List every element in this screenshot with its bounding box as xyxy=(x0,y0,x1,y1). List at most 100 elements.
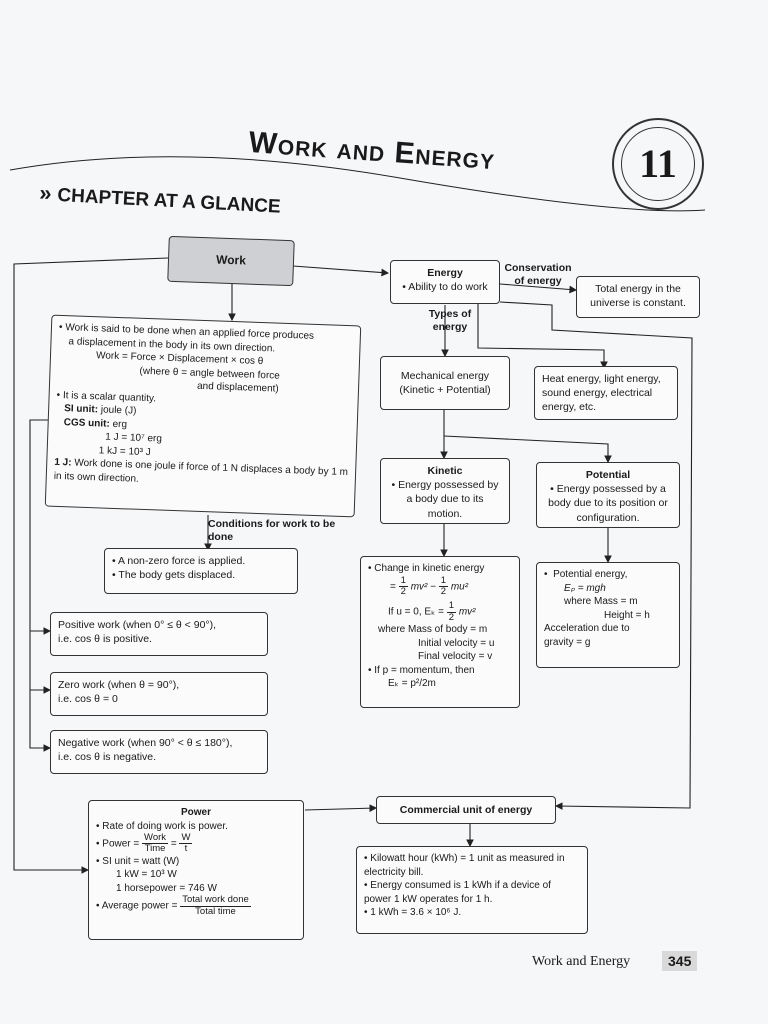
power-definition: • Rate of doing work is power. xyxy=(96,820,228,832)
power-title: Power xyxy=(180,807,211,818)
mechanical-line2: (Kinetic + Potential) xyxy=(399,384,491,397)
half-d-2: 2 xyxy=(440,585,447,597)
potential-box: Potential • Energy possessed by a body d… xyxy=(536,462,680,528)
ke-initial: Initial velocity = u xyxy=(418,637,495,649)
kinetic-box: Kinetic • Energy possessed by a body due… xyxy=(380,458,510,524)
power-eq-label: • Power = xyxy=(96,838,140,850)
total-time-denominator: Total time xyxy=(195,905,236,917)
commercial-unit-box: Commercial unit of energy xyxy=(376,796,556,824)
conditions-text: Conditions for work to be done xyxy=(208,518,336,544)
one-joule-label: 1 J: xyxy=(54,456,72,469)
running-footer: Work and Energy xyxy=(532,954,630,970)
conservation-text: Conservation of energy xyxy=(504,262,572,288)
footer-text: Work and Energy xyxy=(532,954,631,969)
ke-change: • Change in kinetic energy xyxy=(368,563,485,574)
page-number: 345 xyxy=(662,951,698,971)
power-si: • SI unit = watt (W) xyxy=(96,855,180,867)
time-denominator: Time xyxy=(144,843,166,855)
conditions-box: • A non-zero force is applied. • The bod… xyxy=(104,548,298,594)
cgs-unit-value: erg xyxy=(109,418,128,430)
kinetic-title: Kinetic xyxy=(427,465,463,477)
cgs-unit-label: CGS unit: xyxy=(63,416,110,430)
horsepower: 1 horsepower = 746 W xyxy=(116,882,217,894)
ke-where: where Mass of body = m xyxy=(378,624,488,636)
mechanical-energy-box: Mechanical energy (Kinetic + Potential) xyxy=(380,356,510,410)
potential-definition: • Energy possessed by a body due to its … xyxy=(548,483,668,524)
types-label: Types of energy xyxy=(422,308,478,334)
pe-height: Height = h xyxy=(604,609,650,621)
zero-work-line2: i.e. cos θ = 0 xyxy=(58,693,118,706)
eq-sign-1: = xyxy=(390,581,396,593)
ke-momentum: • If p = momentum, then xyxy=(368,664,475,676)
half-n-2: 1 xyxy=(438,574,449,587)
pe-acc-2: gravity = g xyxy=(544,636,591,648)
work-definition-box: • Work is said to be done when an applie… xyxy=(44,314,362,518)
other-energy-text: Heat energy, light energy, sound energy,… xyxy=(542,373,661,414)
other-energy-box: Heat energy, light energy, sound energy,… xyxy=(534,366,678,420)
conditions-label: Conditions for work to be done xyxy=(208,518,344,544)
kwh-line1: • Kilowatt hour (kWh) = 1 unit as measur… xyxy=(364,853,565,878)
ke-if-label: If u = 0, Eₖ = xyxy=(388,606,444,618)
half-n-1: 1 xyxy=(398,574,408,587)
zero-work-line1: Zero work (when θ = 90°), xyxy=(58,679,180,691)
t-denominator: t xyxy=(184,843,188,855)
energy-title: Energy xyxy=(427,267,463,279)
commercial-unit-text: Commercial unit of energy xyxy=(399,804,533,816)
positive-work-line1: Positive work (when 0° ≤ θ < 90°), xyxy=(58,619,217,631)
negative-work-line2: i.e. cos θ is negative. xyxy=(58,751,157,764)
total-energy-text: Total energy in the universe is constant… xyxy=(590,283,686,310)
power-box: Power • Rate of doing work is power. • P… xyxy=(88,800,304,940)
mv2-term: mv² − xyxy=(410,581,436,593)
kwh-box: • Kilowatt hour (kWh) = 1 unit as measur… xyxy=(356,846,588,934)
pe-equation: Eₚ = mgh xyxy=(564,582,606,594)
half-d-3: 2 xyxy=(448,611,455,623)
ke-final: Final velocity = v xyxy=(418,651,493,663)
potential-title: Potential xyxy=(585,469,631,481)
chapter-number: 11 xyxy=(621,127,695,201)
work-node: Work xyxy=(167,235,295,287)
positive-work-box: Positive work (when 0° ≤ θ < 90°), i.e. … xyxy=(50,612,268,656)
pe-where: where Mass = m xyxy=(564,596,638,607)
condition-1: • A non-zero force is applied. xyxy=(112,555,246,567)
negative-work-line1: Negative work (when 90° < θ ≤ 180°), xyxy=(58,737,233,749)
chapter-number-badge: 11 xyxy=(612,118,704,210)
double-chevron-icon: » xyxy=(38,180,53,206)
kwh-line3: • 1 kWh = 3.6 × 10⁶ J. xyxy=(364,907,462,918)
page-number-text: 345 xyxy=(668,953,692,969)
positive-work-line2: i.e. cos θ is positive. xyxy=(58,633,152,646)
half-n-3: 1 xyxy=(446,600,457,613)
conservation-label: Conservation of energy xyxy=(500,262,576,288)
pe-acc-1: Acceleration due to xyxy=(544,623,630,634)
mu2-term: mu² xyxy=(450,581,469,593)
pe-title-text: Potential energy, xyxy=(553,569,628,580)
ke-momentum-eq: Eₖ = p²/2m xyxy=(388,678,436,690)
si-unit-label: SI unit: xyxy=(63,403,99,416)
w-numerator: W xyxy=(179,832,193,845)
energy-definition: • Ability to do work xyxy=(402,281,488,294)
condition-2: • The body gets displaced. xyxy=(112,569,236,582)
half-d-1: 2 xyxy=(400,585,406,597)
potential-details-box: • Potential energy, Eₚ = mgh where Mass … xyxy=(536,562,680,668)
types-text: Types of energy xyxy=(428,308,472,334)
energy-box: Energy • Ability to do work xyxy=(390,260,500,304)
eq-sign-2: = xyxy=(170,838,177,850)
ke-momentum-text: If p = momentum, then xyxy=(374,664,475,676)
pe-title: • Potential energy, xyxy=(544,569,628,580)
kilowatt: 1 kW = 10³ W xyxy=(116,869,177,881)
avg-power-label: • Average power = xyxy=(96,900,178,912)
mv2-term-b: mv² xyxy=(458,606,476,618)
kwh-line2: • Energy consumed is 1 kWh if a device o… xyxy=(364,880,551,905)
kinetic-definition: • Energy possessed by a body due to its … xyxy=(391,479,499,520)
work-numerator: Work xyxy=(142,832,169,845)
mechanical-line1: Mechanical energy xyxy=(400,370,490,382)
